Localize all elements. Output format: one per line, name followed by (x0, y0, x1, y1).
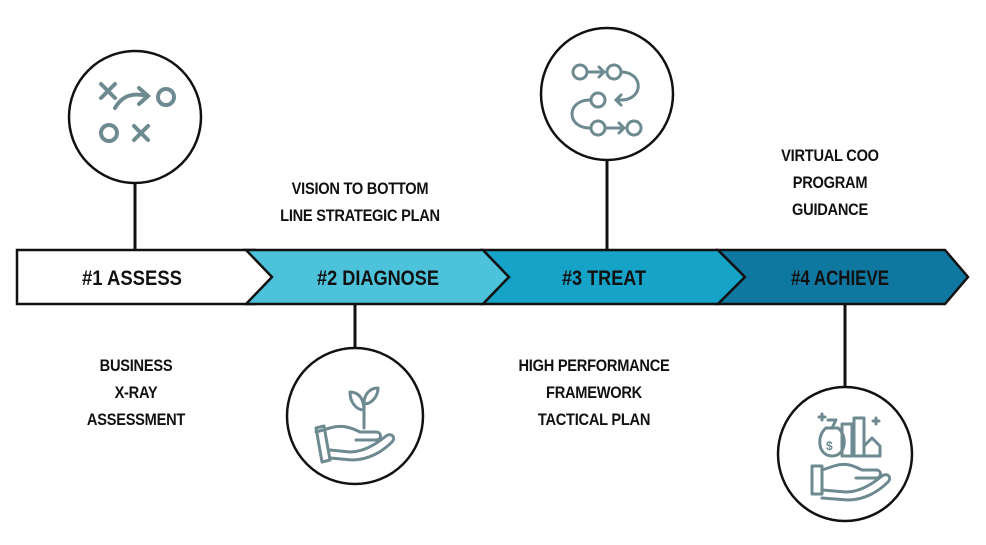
step-label-3: #3 TREAT (562, 267, 646, 290)
step-description-1: BUSINESS X-RAY ASSESSMENT (69, 352, 203, 433)
hand-money-icon: $ (810, 412, 892, 502)
step-description-4: VIRTUAL COO PROGRAM GUIDANCE (766, 142, 895, 223)
step-label-1: #1 ASSESS (82, 267, 182, 290)
step-label-2: #2 DIAGNOSE (317, 267, 439, 290)
description-line: TACTICAL PLAN (537, 410, 651, 429)
description-line: HIGH PERFORMANCE (518, 356, 670, 375)
timeline-arrows (15, 248, 970, 306)
icon-circle-2 (285, 346, 425, 486)
description-line: LINE STRATEGIC PLAN (280, 206, 440, 225)
svg-text:$: $ (826, 439, 833, 453)
step-label-4: #4 ACHIEVE (791, 267, 889, 290)
icon-circle-1 (67, 49, 203, 185)
description-line: BUSINESS (99, 356, 173, 375)
icon-circle-3 (539, 26, 675, 162)
step-description-3: HIGH PERFORMANCE FRAMEWORK TACTICAL PLAN (503, 352, 685, 433)
step-arrow-4 (714, 248, 970, 306)
description-line: PROGRAM (792, 173, 868, 192)
description-line: ASSESSMENT (86, 410, 186, 429)
description-line: FRAMEWORK (546, 383, 642, 402)
strategy-play-icon (99, 82, 176, 143)
hand-plant-icon (314, 386, 396, 464)
description-line: X-RAY (114, 383, 158, 402)
description-line: GUIDANCE (792, 200, 868, 219)
description-line: VISION TO BOTTOM (291, 179, 429, 198)
process-flow-icon (570, 63, 643, 137)
step-description-2: VISION TO BOTTOM LINE STRATEGIC PLAN (265, 175, 454, 229)
description-line: VIRTUAL COO (781, 146, 879, 165)
